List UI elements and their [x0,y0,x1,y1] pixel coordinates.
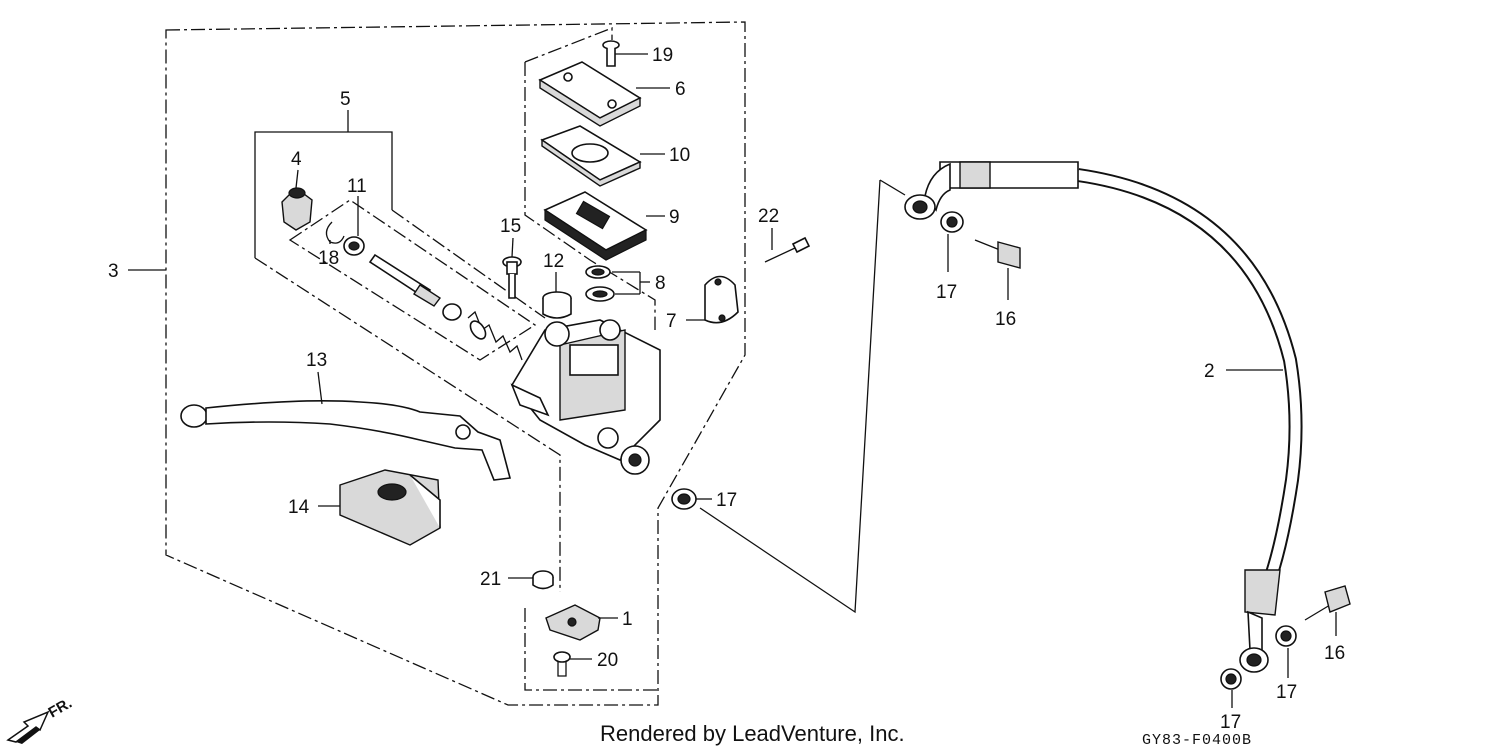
callout-20: 20 [597,650,618,671]
callout-12: 12 [543,251,564,272]
callout-1: 1 [622,609,633,630]
callout-16-upper: 16 [995,309,1016,330]
callout-17-center: 17 [716,490,737,511]
part-17-washer-lower-b [1220,668,1242,690]
callout-19: 19 [652,45,673,66]
piston-kit-bracket [254,131,393,258]
callout-9: 9 [669,207,680,228]
part-1-brake-switch [545,604,601,641]
callout-15: 15 [500,216,521,237]
part-10-diaphragm-plate [540,125,642,187]
callout-6: 6 [675,79,686,100]
part-20-screw [553,651,571,677]
reservoir-group-outline [524,27,656,330]
part-17-washer-upper [940,211,964,233]
callout-3: 3 [108,261,119,282]
hose-connection-line [699,179,906,614]
part-15-bolt [502,256,522,299]
callout-14: 14 [288,497,310,518]
part-12-cap [542,291,572,319]
part-4-boot [281,187,313,231]
front-direction-arrow: FR. [6,695,75,744]
callout-21: 21 [480,569,501,590]
part-18-circlip [325,221,345,244]
callout-17-lower-b: 17 [1220,712,1241,733]
diagram-code: GY83-F0400B [1142,732,1252,749]
callout-17-lower-a: 17 [1276,682,1297,703]
callout-16-lower: 16 [1324,643,1345,664]
part-6-reservoir-cap [538,61,642,127]
part-16-bolt-upper [974,239,1021,269]
piston-inner-outline [288,199,537,361]
master-cylinder-body [510,319,661,475]
part-16-bolt-lower [1304,585,1351,621]
part-17-washer-center [671,488,697,510]
callout-11: 11 [347,176,367,197]
callout-13: 13 [306,350,327,371]
part-13-brake-lever [180,400,512,481]
part-22-bolt [764,236,811,263]
callout-4: 4 [291,149,302,170]
callout-8: 8 [655,273,666,294]
part-11-piston-set [343,236,523,361]
part-17-washer-lower-a [1275,625,1297,647]
part-7-holder [704,275,739,324]
front-direction-label: FR. [46,695,75,722]
callout-5: 5 [340,89,351,110]
callout-17-upper: 17 [936,282,957,303]
assembly-outline-master-cylinder [165,21,746,706]
part-14-pivot-cover [339,469,441,546]
part-21-nut [532,570,554,590]
part-19-screw [602,40,620,67]
piston-kit-outline [254,209,561,592]
callout-2: 2 [1204,361,1215,382]
callout-10: 10 [669,145,690,166]
rendered-by-credit: Rendered by LeadVenture, Inc. [600,721,905,746]
part-9-diaphragm [543,191,648,261]
switch-group-outline [524,608,658,691]
callout-7: 7 [666,311,677,332]
part-8-washers [585,265,615,302]
callout-22: 22 [758,206,779,227]
callout-18: 18 [318,248,339,269]
leader-lines [128,53,1337,708]
part-2-brake-hose [904,161,1303,673]
